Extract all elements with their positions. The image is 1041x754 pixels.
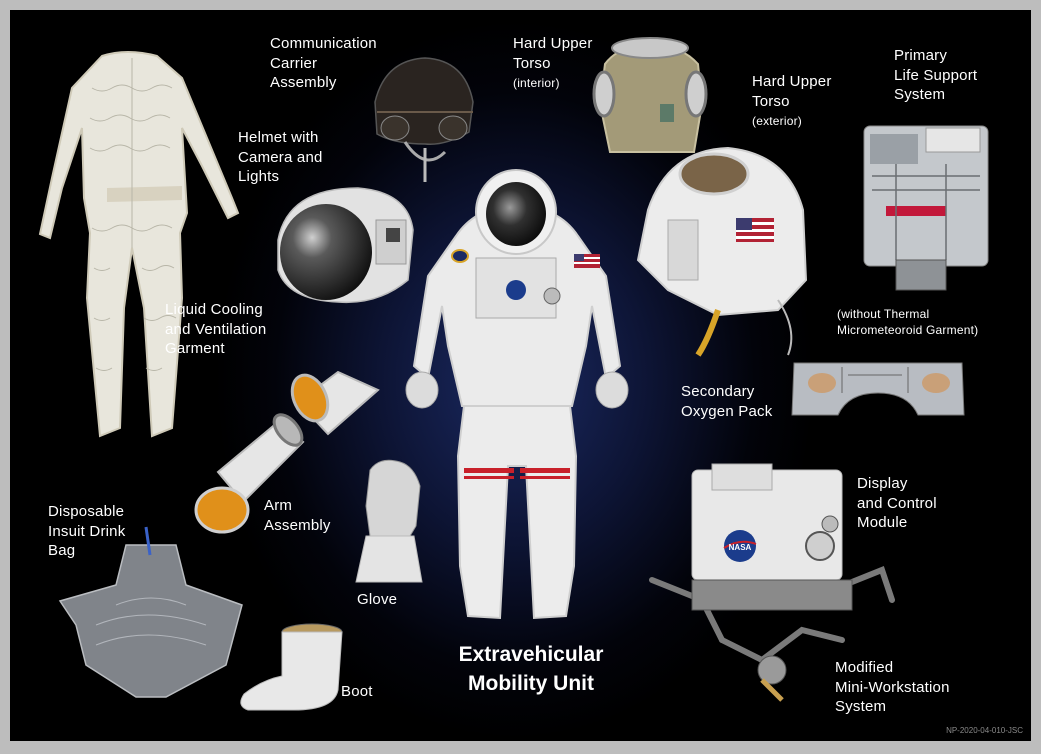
hard-upper-torso-exterior-image [636, 146, 808, 357]
label-secondary-oxygen-pack: Secondary Oxygen Pack [681, 383, 773, 420]
label-communication-carrier-assembly: Communication Carrier Assembly [270, 35, 377, 91]
infographic-title: Extravehicular Mobility Unit [458, 643, 604, 695]
hut-interior-title: Hard Upper Torso [513, 35, 593, 72]
label-mini-workstation: Modified Mini-Workstation System [835, 659, 950, 715]
arm-assembly-image [194, 370, 380, 534]
emu-infographic: Liquid Cooling and Ventilation Garment C… [10, 10, 1031, 741]
boot-image [240, 623, 343, 711]
hard-upper-torso-interior-image [592, 37, 708, 153]
primary-life-support-system-image [863, 125, 989, 291]
label-plss-note: (without Thermal Micrometeoroid Garment) [837, 307, 979, 337]
secondary-oxygen-pack-image [791, 362, 965, 416]
hut-interior-note: (interior) [513, 76, 560, 90]
label-hard-upper-torso-exterior: Hard Upper Torso (exterior) [752, 72, 832, 131]
image-credit: NP-2020-04-010-JSC [946, 726, 1023, 735]
label-arm-assembly: Arm Assembly [264, 497, 331, 534]
label-primary-life-support-system: Primary Life Support System [894, 47, 978, 103]
hut-exterior-title: Hard Upper Torso [752, 73, 832, 110]
glove-image [355, 459, 423, 583]
nasa-logo-text: NASA [729, 543, 752, 552]
label-boot: Boot [341, 683, 373, 700]
helmet-image [277, 187, 414, 304]
hut-exterior-note: (exterior) [752, 114, 803, 128]
label-liquid-cooling-garment: Liquid Cooling and Ventilation Garment [165, 301, 267, 357]
label-drink-bag: Disposable Insuit Drink Bag [48, 503, 126, 559]
label-display-control-module: Display and Control Module [857, 475, 937, 531]
emu-suit-image [405, 169, 629, 620]
liquid-cooling-garment-image [38, 51, 240, 438]
display-control-module-image: NASA [649, 463, 895, 702]
label-glove: Glove [357, 591, 398, 608]
label-helmet: Helmet with Camera and Lights [238, 129, 323, 185]
drink-bag-image [58, 526, 243, 698]
label-hard-upper-torso-interior: Hard Upper Torso (interior) [513, 34, 593, 93]
communication-carrier-assembly-image [374, 57, 474, 182]
